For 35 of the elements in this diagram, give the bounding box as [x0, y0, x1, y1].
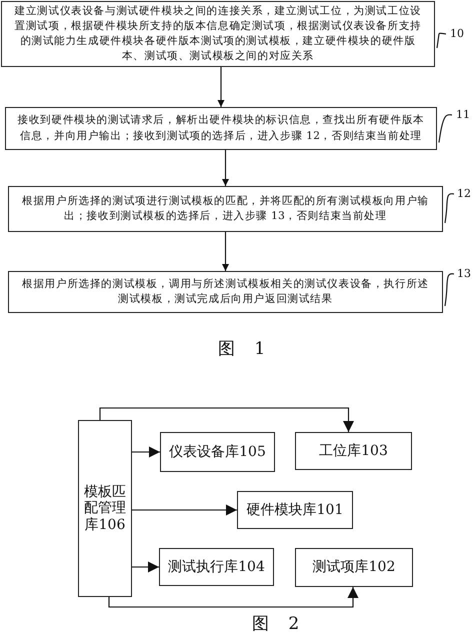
manager-box — [78, 420, 132, 597]
arrow — [108, 587, 358, 608]
box-text: 硬件模块库101 — [246, 500, 344, 520]
box-text: 测试项库102 — [312, 558, 396, 578]
arrow — [218, 67, 224, 107]
figure-label: 图 1 — [218, 338, 266, 360]
box-text: 根据用户所选择的测试项进行测试模板的匹配，并将匹配的所有测试模板向用户输出；接收到测试模板的选择后，进入步骤 13，否则结束当前处理 — [21, 194, 430, 224]
process-box — [8, 271, 443, 313]
leader-line — [444, 193, 454, 224]
callout-number: 12 — [455, 186, 473, 202]
callout-number: 13 — [455, 266, 473, 282]
figure-label: 图 2 — [252, 613, 300, 635]
library-box — [237, 491, 353, 529]
callout-number: 10 — [447, 26, 467, 42]
library-box — [295, 432, 412, 470]
box-text: 模板匹配管理库106 — [83, 484, 127, 533]
box-text: 测试执行库104 — [168, 558, 265, 577]
arrow — [132, 504, 237, 516]
box-text: 根据用户所选择的测试模板，调用与所述测试模板相关的测试仪表设备，执行所述测试模板，测试完成后向用户返回测试结果 — [21, 276, 430, 307]
leader-line — [436, 32, 446, 48]
library-box — [295, 548, 413, 587]
library-box — [160, 432, 275, 472]
arrow — [222, 232, 229, 271]
box-text: 仪表设备库105 — [169, 442, 266, 462]
library-box — [159, 548, 274, 586]
box-text: 建立测试仪表设备与测试硬件模块之间的连接关系，建立测试工位，为测试工位设置测试项，根据硬件模块所支持的版本信息确定测试项，根据测试仪表设备所支持的测试能力生成硬件模块各硬件版本测试项的测试模板，建立硬件模块的硬件版本、测试项、测试模板之间的对应关系 — [14, 4, 422, 64]
callout-number: 11 — [453, 107, 473, 123]
arrow — [99, 407, 354, 432]
arrow — [132, 446, 160, 458]
box-text: 工位库103 — [319, 442, 388, 461]
arrow — [222, 150, 229, 186]
process-box — [8, 186, 443, 232]
process-box — [5, 107, 437, 150]
box-text: 接收到硬件模块的测试请求后，解析出硬件模块的标识信息，查找出所有硬件版本信息，并向用户输出；接收到测试项的选择后，进入步骤 12，否则结束当前处理 — [16, 113, 426, 144]
arrow — [132, 562, 159, 572]
